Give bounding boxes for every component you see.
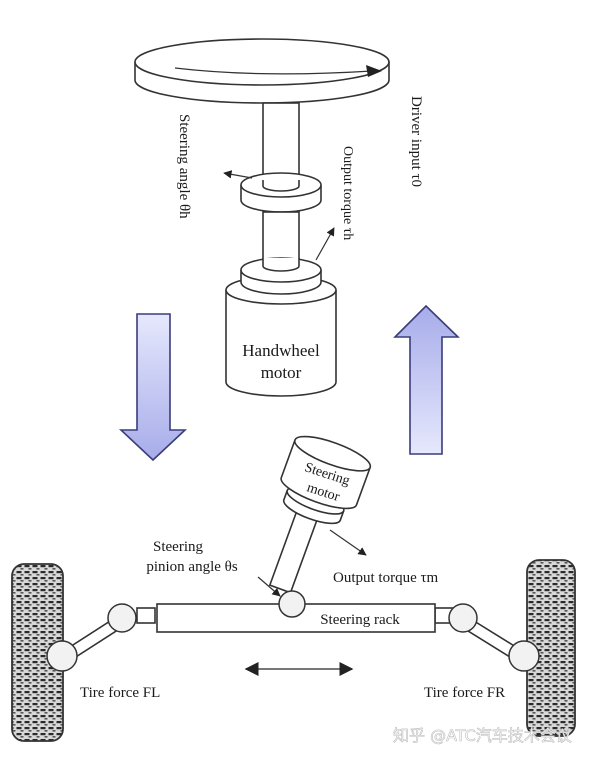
steering-angle-arrow-icon xyxy=(223,170,253,179)
output-torque-h-label: Output torque τh xyxy=(340,146,355,240)
left-inner-joint xyxy=(107,603,137,633)
right-inner-joint xyxy=(448,603,478,633)
pinion-angle-label-line1: Steering xyxy=(153,539,203,555)
left-outer-joint xyxy=(46,640,78,672)
pinion-angle-arrow-icon xyxy=(257,576,281,597)
pinion-joint xyxy=(278,590,306,618)
handwheel-motor: Handwheel motor xyxy=(225,257,337,397)
output-torque-m-arrow-icon xyxy=(329,529,367,556)
right-outer-joint xyxy=(508,640,540,672)
steering-angle-label: Steering angle θh xyxy=(176,114,192,219)
rotation-arrow-icon xyxy=(366,65,382,77)
handwheel-motor-label-line2: motor xyxy=(261,363,302,382)
output-torque-h-arrow-icon xyxy=(315,227,335,261)
steering-wheel xyxy=(134,38,390,104)
driver-input-label: Driver input τ0 xyxy=(408,96,424,187)
watermark: 知乎 @ATC汽车技术会议 xyxy=(393,726,572,745)
handwheel-motor-label-line1: Handwheel xyxy=(242,341,320,360)
feedback-up-arrow-icon xyxy=(393,304,460,455)
steering-motor xyxy=(268,435,372,594)
steering-column xyxy=(240,102,322,261)
tire-force-left-label: Tire force FL xyxy=(80,685,160,701)
steering-rack-label: Steering rack xyxy=(320,612,400,628)
output-torque-m-label: Output torque τm xyxy=(333,570,439,586)
command-down-arrow-icon xyxy=(118,313,188,462)
steering-rack: Steering rack xyxy=(136,603,454,633)
tire-force-right-label: Tire force FR xyxy=(424,685,505,701)
pinion-angle-label-line2: pinion angle θs xyxy=(146,559,238,575)
